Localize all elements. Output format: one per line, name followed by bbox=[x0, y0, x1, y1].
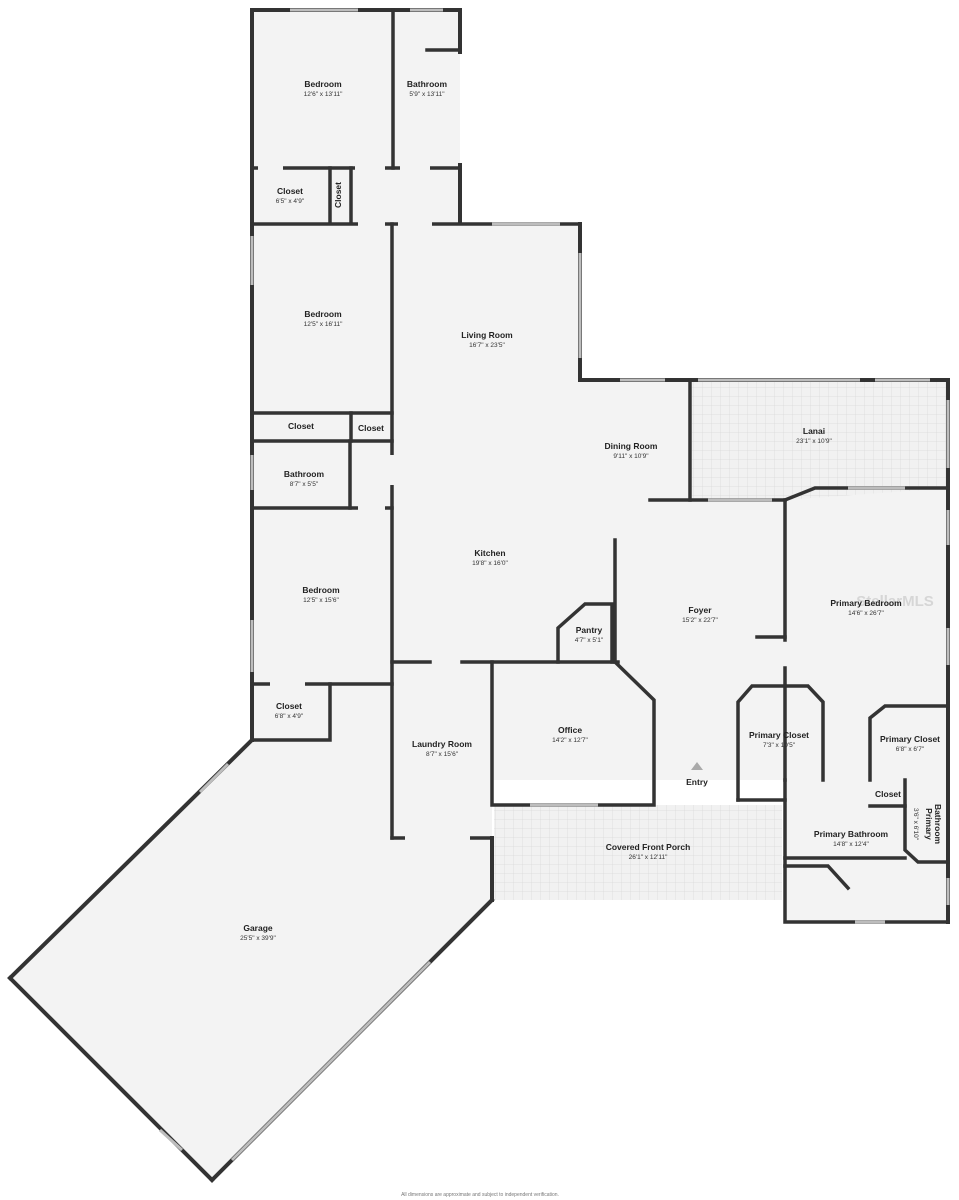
svg-text:Living Room: Living Room bbox=[461, 330, 513, 340]
svg-text:Closet: Closet bbox=[277, 186, 303, 196]
room-label: Closet bbox=[358, 423, 384, 433]
svg-text:Bedroom: Bedroom bbox=[304, 309, 342, 319]
svg-text:Office: Office bbox=[558, 725, 582, 735]
room-label: Primary Closet 6'8" x 6'7" bbox=[880, 734, 940, 753]
svg-text:Covered Front Porch: Covered Front Porch bbox=[606, 842, 691, 852]
svg-text:Primary: Primary bbox=[924, 808, 934, 840]
svg-text:3'6" x 6'10": 3'6" x 6'10" bbox=[912, 808, 919, 841]
svg-text:Bathroom: Bathroom bbox=[407, 79, 448, 89]
room-label: Dining Room 9'11" x 10'9" bbox=[605, 441, 658, 460]
svg-text:Primary Closet: Primary Closet bbox=[749, 730, 809, 740]
room-label: Laundry Room 8'7" x 15'6" bbox=[412, 739, 472, 758]
svg-text:Foyer: Foyer bbox=[688, 605, 712, 615]
svg-text:12'6" x 13'11": 12'6" x 13'11" bbox=[304, 91, 343, 98]
room-label: Entry bbox=[686, 777, 708, 787]
room-label: Primary Bathroom 3'6" x 6'10" bbox=[912, 804, 943, 845]
svg-text:4'7" x 5'1": 4'7" x 5'1" bbox=[575, 637, 604, 644]
svg-text:5'9" x 13'11": 5'9" x 13'11" bbox=[409, 91, 445, 98]
room-label: Primary Bedroom 14'6" x 26'7" bbox=[830, 598, 902, 617]
svg-text:Bathroom: Bathroom bbox=[933, 804, 943, 845]
room-label: Bedroom 12'5" x 15'6" bbox=[302, 585, 340, 604]
room-label: Closet bbox=[288, 421, 314, 431]
svg-text:Primary Bedroom: Primary Bedroom bbox=[830, 598, 902, 608]
svg-text:Kitchen: Kitchen bbox=[474, 548, 505, 558]
svg-text:12'5" x 15'6": 12'5" x 15'6" bbox=[303, 597, 339, 604]
svg-text:6'8" x 4'9": 6'8" x 4'9" bbox=[275, 713, 304, 720]
svg-text:Closet: Closet bbox=[276, 701, 302, 711]
entry-arrow-icon bbox=[691, 762, 703, 770]
svg-text:Lanai: Lanai bbox=[803, 426, 825, 436]
room-label: Foyer 15'2" x 22'7" bbox=[682, 605, 718, 624]
room-labels: Bedroom 12'6" x 13'11" Bathroom 5'9" x 13'… bbox=[240, 79, 943, 942]
room-label: Covered Front Porch 26'1" x 12'11" bbox=[606, 842, 691, 861]
svg-text:Primary Closet: Primary Closet bbox=[880, 734, 940, 744]
room-label: Primary Bathroom 14'8" x 12'4" bbox=[814, 829, 889, 848]
room-label: Pantry 4'7" x 5'1" bbox=[575, 625, 604, 644]
svg-text:14'6" x 26'7": 14'6" x 26'7" bbox=[848, 610, 884, 617]
svg-text:Closet: Closet bbox=[333, 182, 343, 208]
svg-text:9'11" x 10'9": 9'11" x 10'9" bbox=[613, 453, 649, 460]
room-label: Bedroom 12'6" x 13'11" bbox=[304, 79, 343, 98]
room-label: Closet bbox=[875, 789, 901, 799]
room-label: Closet bbox=[333, 182, 343, 208]
watermark: StellarMLS bbox=[856, 593, 934, 610]
svg-text:Dining Room: Dining Room bbox=[605, 441, 658, 451]
svg-text:14'2" x 12'7": 14'2" x 12'7" bbox=[552, 737, 588, 744]
room-label: Closet 6'8" x 4'9" bbox=[275, 701, 304, 720]
svg-text:Closet: Closet bbox=[358, 423, 384, 433]
svg-text:25'5" x 39'9": 25'5" x 39'9" bbox=[240, 935, 276, 942]
room-label: Office 14'2" x 12'7" bbox=[552, 725, 588, 744]
room-label: Bathroom 8'7" x 5'5" bbox=[284, 469, 325, 488]
svg-text:Entry: Entry bbox=[686, 777, 708, 787]
room-label: Kitchen 19'8" x 16'0" bbox=[472, 548, 508, 567]
svg-text:6'5" x 4'9": 6'5" x 4'9" bbox=[276, 198, 305, 205]
room-label: Primary Closet 7'3" x 10'5" bbox=[749, 730, 809, 749]
disclaimer-footer: All dimensions are approximate and subje… bbox=[401, 1192, 559, 1198]
svg-text:12'5" x 16'11": 12'5" x 16'11" bbox=[304, 321, 343, 328]
svg-text:7'3" x 10'5": 7'3" x 10'5" bbox=[763, 742, 796, 749]
svg-text:Primary Bathroom: Primary Bathroom bbox=[814, 829, 889, 839]
svg-text:Closet: Closet bbox=[288, 421, 314, 431]
room-label: Closet 6'5" x 4'9" bbox=[276, 186, 305, 205]
walls bbox=[7, 8, 950, 1183]
door-openings bbox=[258, 165, 865, 841]
room-label: Living Room 16'7" x 23'5" bbox=[461, 330, 513, 349]
svg-text:8'7" x 15'6": 8'7" x 15'6" bbox=[426, 751, 459, 758]
svg-text:Garage: Garage bbox=[243, 923, 273, 933]
room-label: Bedroom 12'5" x 16'11" bbox=[304, 309, 343, 328]
svg-text:15'2" x 22'7": 15'2" x 22'7" bbox=[682, 617, 718, 624]
floor-areas bbox=[10, 10, 948, 1180]
svg-text:26'1" x 12'11": 26'1" x 12'11" bbox=[629, 854, 668, 861]
svg-text:16'7" x 23'5": 16'7" x 23'5" bbox=[469, 342, 505, 349]
svg-text:Closet: Closet bbox=[875, 789, 901, 799]
svg-text:Bathroom: Bathroom bbox=[284, 469, 325, 479]
svg-text:19'8" x 16'0": 19'8" x 16'0" bbox=[472, 560, 508, 567]
room-label: Lanai 23'1" x 10'9" bbox=[796, 426, 832, 445]
svg-text:14'8" x 12'4": 14'8" x 12'4" bbox=[833, 841, 869, 848]
svg-text:Pantry: Pantry bbox=[576, 625, 603, 635]
room-label: Garage 25'5" x 39'9" bbox=[240, 923, 276, 942]
windows bbox=[158, 8, 950, 1162]
svg-text:Bedroom: Bedroom bbox=[302, 585, 340, 595]
svg-text:Laundry Room: Laundry Room bbox=[412, 739, 472, 749]
svg-text:23'1" x 10'9": 23'1" x 10'9" bbox=[796, 438, 832, 445]
room-label: Bathroom 5'9" x 13'11" bbox=[407, 79, 448, 98]
svg-text:Bedroom: Bedroom bbox=[304, 79, 342, 89]
svg-text:8'7" x 5'5": 8'7" x 5'5" bbox=[290, 481, 319, 488]
svg-text:6'8" x 6'7": 6'8" x 6'7" bbox=[896, 746, 925, 753]
